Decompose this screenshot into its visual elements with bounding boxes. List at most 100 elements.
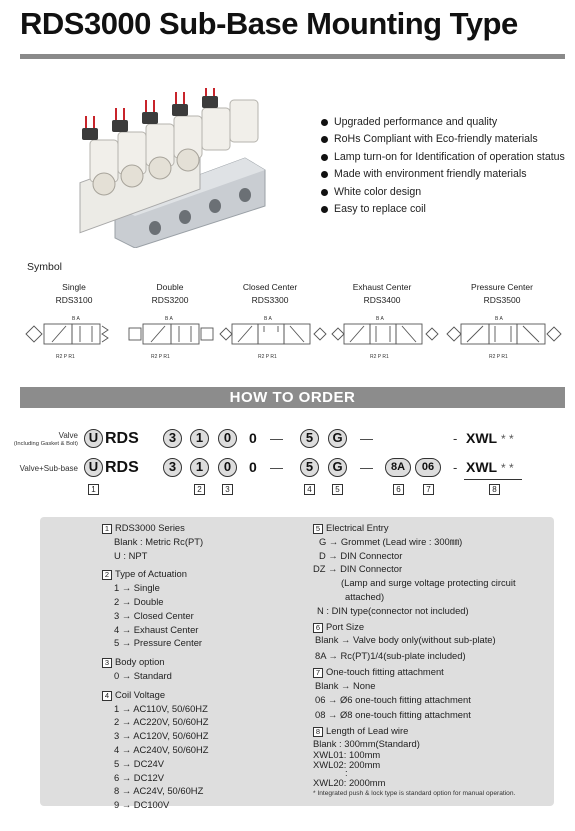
spec-item: attached) <box>345 590 385 602</box>
port-top-label: B A <box>495 316 503 322</box>
symbol-caption-double: Double RDS3200 <box>120 281 220 307</box>
dash: - <box>453 431 458 446</box>
spec-item: DZ → DIN Connector <box>313 563 403 575</box>
spec-item: 1 → Single <box>114 582 160 594</box>
code-coil: 5 <box>300 458 319 477</box>
spec-item: XWL20: 2000mm <box>313 776 386 788</box>
feature-item: Made with environment friendly materials <box>321 166 566 183</box>
spec-title: Body option <box>115 656 165 668</box>
symbol-model: RDS3200 <box>151 295 189 305</box>
index-box-7: 7 <box>423 484 434 495</box>
code-entry: G <box>328 458 347 477</box>
symbol-caption-closed-center: Closed Center RDS3300 <box>220 281 320 307</box>
spec-item: 0 → Standard <box>114 669 172 681</box>
code-body: 0 <box>218 458 237 477</box>
spec-item: 3 → AC120V, 50/60HZ <box>114 730 209 742</box>
spec-index: 2 <box>102 570 112 581</box>
spec-title: RDS3000 Series <box>115 522 185 533</box>
symbol-name: Single <box>62 282 86 292</box>
index-box-5: 5 <box>332 484 343 495</box>
symbol-diagram-single: B A R2 P R1 <box>25 316 109 360</box>
symbol-model: RDS3300 <box>251 295 289 305</box>
spec-item: Blank → None <box>315 679 376 691</box>
spec-index: 7 <box>313 667 323 678</box>
spec-item: 1 → AC110V, 50/60HZ <box>114 702 208 714</box>
index-box-2: 2 <box>194 484 205 495</box>
code-u: U <box>84 458 103 477</box>
symbol-caption-exhaust-center: Exhaust Center RDS3400 <box>332 281 432 307</box>
spec-title: Electrical Entry <box>326 522 389 533</box>
spec-item: XWL02: 200mm <box>313 758 381 770</box>
port-bottom-label: R2 P R1 <box>151 354 170 360</box>
symbol-caption-pressure-center: Pressure Center RDS3500 <box>452 281 552 307</box>
index-box-1: 1 <box>88 484 99 495</box>
spec-item: : <box>345 766 348 778</box>
spec-index: 5 <box>313 524 323 534</box>
code-actuation: 1 <box>190 429 209 448</box>
port-top-label: B A <box>165 316 173 322</box>
spec-index: 1 <box>102 524 112 534</box>
code-rds: RDS <box>105 459 139 476</box>
spec-item: 06 → Ø6 one-touch fitting attachment <box>315 693 471 705</box>
spec-item: 4 → AC240V, 50/60HZ <box>114 743 209 755</box>
dash: — <box>270 431 283 446</box>
spec-item: Blank → Valve body only(without sub-plat… <box>315 634 496 646</box>
dash: — <box>360 431 373 446</box>
symbol-diagram-double: B A R2 P R1 <box>128 316 214 360</box>
code-voltage: 0 <box>249 430 257 446</box>
dash: — <box>360 460 373 475</box>
spec-item: N : DIN type(connector not included) <box>317 604 469 616</box>
spec-title: One-touch fitting attachment <box>326 665 444 677</box>
feature-item: RoHs Compliant with Eco-friendly materia… <box>321 131 566 148</box>
symbol-model: RDS3500 <box>483 295 521 305</box>
symbol-name: Exhaust Center <box>352 282 412 292</box>
row-label-valve-sub-base: Valve+Sub-base <box>19 464 78 473</box>
port-bottom-label: R2 P R1 <box>258 354 277 360</box>
spec-item: 3 → Closed Center <box>114 609 194 621</box>
row-label-valve: Valve (Including Gasket & Bolt) <box>8 431 78 449</box>
spec-title: Port Size <box>326 620 365 632</box>
port-bottom-label: R2 P R1 <box>56 354 75 360</box>
spec-title: Length of Lead wire <box>326 725 409 737</box>
footnote: * Integrated push & lock type is standar… <box>313 790 516 797</box>
code-actuation: 1 <box>190 458 209 477</box>
spec-item: 4 → Exhaust Center <box>114 623 199 635</box>
feature-list: Upgraded performance and quality RoHs Co… <box>321 114 566 218</box>
spec-index: 3 <box>102 658 112 669</box>
feature-item: Lamp turn-on for Identification of opera… <box>321 149 566 166</box>
feature-item: White color design <box>321 184 566 201</box>
spec-item: 6 → DC12V <box>114 771 165 783</box>
spec-panel <box>40 517 554 806</box>
title-underline <box>20 54 565 59</box>
index-box-3: 3 <box>222 484 233 495</box>
spec-item: 08 → Ø8 one-touch fitting attachment <box>315 709 471 721</box>
symbol-model: RDS3100 <box>55 295 93 305</box>
spec-item: 5 → DC24V <box>114 757 165 769</box>
code-u: U <box>84 429 103 448</box>
code-entry: G <box>328 429 347 448</box>
symbol-caption-single: Single RDS3100 <box>24 281 124 307</box>
code-rds: RDS <box>105 430 139 447</box>
port-top-label: B A <box>264 316 272 322</box>
spec-item: 5 → Pressure Center <box>114 637 203 649</box>
symbol-diagram-pressure-center: B A R2 P R1 <box>446 316 562 360</box>
code-body: 0 <box>218 429 237 448</box>
product-image <box>79 88 266 248</box>
symbol-name: Closed Center <box>242 282 298 292</box>
symbol-name: Double <box>156 282 184 292</box>
port-bottom-label: R2 P R1 <box>489 354 508 360</box>
spec-index: 4 <box>102 690 112 701</box>
xwl-underline <box>464 479 522 480</box>
feature-item: Upgraded performance and quality <box>321 114 566 131</box>
index-box-8: 8 <box>489 484 500 495</box>
dash: - <box>453 460 458 475</box>
symbol-diagram-exhaust-center: B A R2 P R1 <box>331 316 439 360</box>
spec-item: D → DIN Connector <box>319 549 403 561</box>
spec-item: Blank : 300mm(Standard) <box>313 737 420 749</box>
